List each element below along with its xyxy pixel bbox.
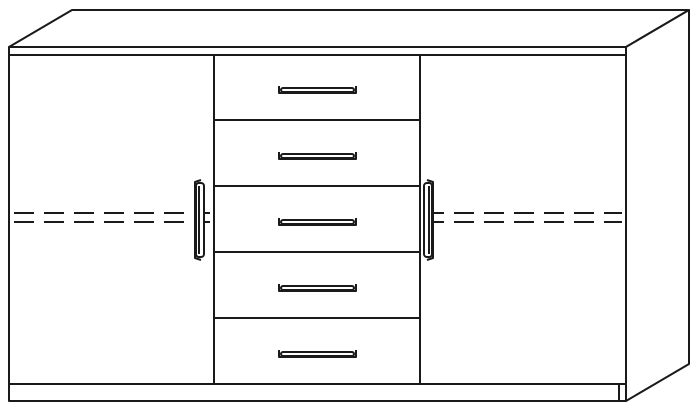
door-handle-right-icon (423, 179, 434, 261)
side-panel (625, 9, 690, 402)
shelf-lines (14, 212, 622, 223)
door-handle-left-icon (194, 179, 205, 261)
top-surface (8, 9, 690, 48)
door-handles (194, 179, 434, 261)
drawer-handle-icon (278, 350, 357, 358)
drawer-handle-icon (278, 218, 357, 226)
drawer-handle-icon (278, 284, 357, 292)
worktop-front-edge (8, 46, 627, 56)
drawer-handles (278, 86, 357, 358)
drawer-handle-icon (278, 86, 357, 94)
drawer-handle-icon (278, 152, 357, 160)
